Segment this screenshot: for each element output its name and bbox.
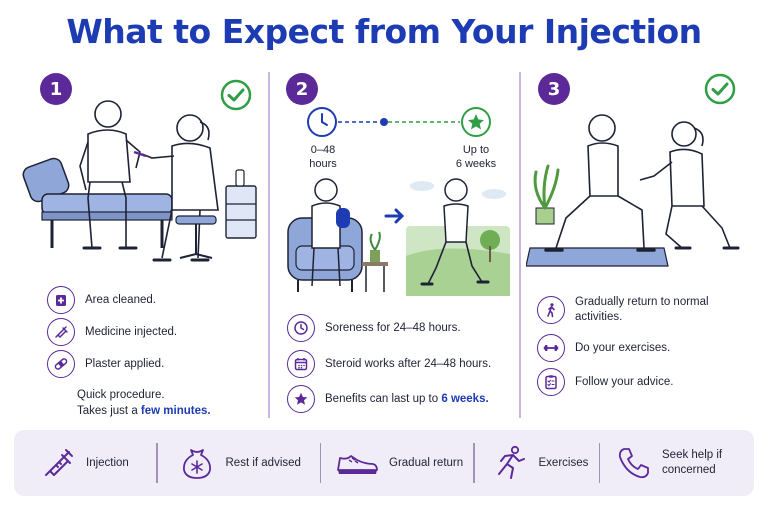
- list-item-text: Area cleaned.: [85, 293, 156, 306]
- clock-icon: [287, 314, 315, 342]
- list-item: Do your exercises.: [537, 334, 670, 362]
- list-item-text: Plaster applied.: [85, 357, 165, 370]
- syringe-icon: [47, 318, 75, 346]
- summary-item-gradual-return: Gradual return: [321, 430, 473, 496]
- step-number-1: 1: [40, 73, 72, 105]
- phone-icon: [618, 448, 649, 479]
- summary-label: Gradual return: [389, 456, 464, 469]
- list-item: Benefits can last up to 6 weeks.: [287, 385, 489, 413]
- walking-icon: [537, 296, 565, 324]
- dumbbell-icon: [537, 334, 565, 362]
- summary-divider: [319, 443, 321, 483]
- list-item-text: Soreness for 24–48 hours.: [325, 321, 461, 334]
- summary-label: Exercises: [538, 456, 589, 469]
- list-item-text: Steroid works after 24–48 hours.: [325, 357, 492, 370]
- list-item: Soreness for 24–48 hours.: [287, 314, 461, 342]
- exercise-illustration: [526, 114, 740, 267]
- calendar-icon: [287, 350, 315, 378]
- list-item-text: Medicine injected.: [85, 325, 178, 338]
- highlight-text: few minutes.: [140, 405, 211, 417]
- step-number-2: 2: [286, 73, 318, 105]
- summary-label: Injection: [86, 456, 129, 469]
- timeline-graphic: [307, 107, 491, 137]
- list-item-text: Benefits can last up to 6 weeks.: [325, 392, 489, 405]
- list-item: Follow your advice.: [537, 368, 673, 396]
- summary-divider: [156, 443, 158, 483]
- highlight-text: 6 weeks.: [441, 392, 489, 405]
- shoe-icon: [337, 455, 378, 474]
- summary-item-rest: Rest if advised: [158, 430, 320, 496]
- procedure-note: Quick procedure. Takes just a few minute…: [77, 387, 211, 419]
- cross-box-icon: [47, 286, 75, 314]
- column-divider: [268, 72, 270, 418]
- list-item-text: Follow your advice.: [575, 375, 674, 388]
- recovery-illustration: [287, 178, 510, 296]
- star-icon: [287, 385, 315, 413]
- ice-pack-icon: [182, 449, 211, 479]
- column-divider: [519, 72, 521, 418]
- summary-label: Rest if advised: [225, 456, 301, 469]
- procedure-illustration: [22, 100, 257, 262]
- list-item: Medicine injected.: [47, 318, 177, 346]
- check-circle-icon: [704, 73, 736, 105]
- summary-bar: Injection Rest if advised Gradual return…: [14, 430, 754, 496]
- plaster-icon: [47, 350, 75, 378]
- note-line: Quick procedure.: [77, 389, 165, 401]
- summary-divider: [598, 443, 600, 483]
- list-item-text: Do your exercises.: [575, 341, 671, 354]
- list-item: Plaster applied.: [47, 350, 164, 378]
- timeline-end-label: Up to 6 weeks: [455, 144, 497, 170]
- step-number-3: 3: [538, 73, 570, 105]
- running-icon: [497, 445, 525, 479]
- list-item: Area cleaned.: [47, 286, 156, 314]
- list-item: Steroid works after 24–48 hours.: [287, 350, 491, 378]
- check-circle-icon: [220, 79, 252, 111]
- clipboard-icon: [537, 368, 565, 396]
- summary-item-injection: Injection: [14, 430, 156, 496]
- summary-item-exercises: Exercises: [475, 430, 599, 496]
- page-title: What to Expect from Your Injection: [66, 12, 702, 51]
- timeline-start-label: 0–48 hours: [309, 144, 337, 170]
- note-line: Takes just a few minutes.: [77, 405, 211, 417]
- summary-divider: [473, 443, 475, 483]
- syringe-icon: [45, 449, 73, 476]
